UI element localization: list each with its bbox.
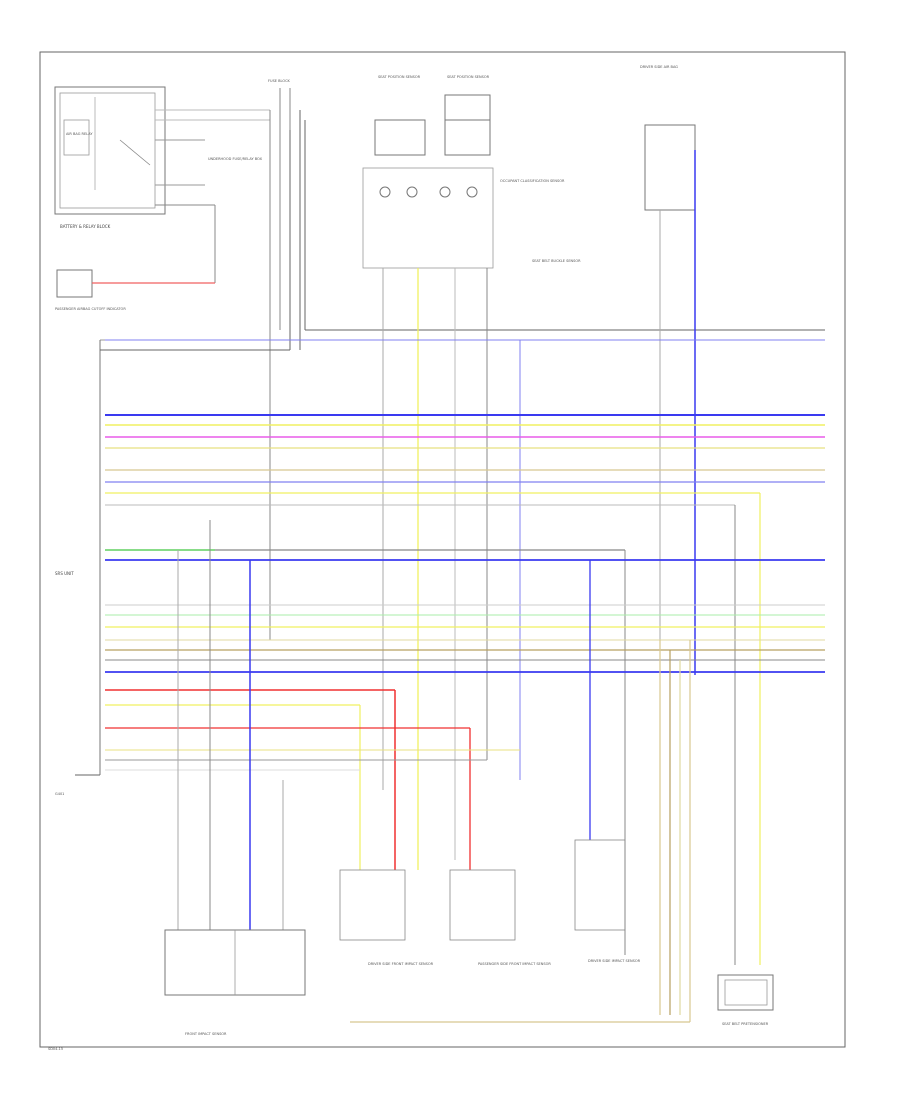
srs-unit: SRS UNIT [55, 130, 291, 775]
ground-label: G401 [55, 792, 64, 796]
driver-side-sensor-label: DRIVER SIDE IMPACT SENSOR [588, 959, 641, 963]
seat-belt-sensor-label: SEAT BELT BUCKLE SENSOR [532, 259, 581, 263]
occupant-sensor-label: OCCUPANT CLASSIFICATION SENSOR [500, 179, 565, 183]
front-impact-sensor: FRONT IMPACT SENSOR [164, 520, 306, 1036]
battery-relay-label: BATTERY & RELAY BLOCK [60, 224, 111, 229]
fuse-block-label: FUSE BLOCK [268, 79, 291, 83]
seat-position-left-label: SEAT POSITION SENSOR [378, 75, 421, 79]
pretensioner-label: SEAT BELT PRETENSIONER [722, 1022, 769, 1026]
relay-label: AIR BAG RELAY [66, 132, 93, 136]
seat-position-sensors: SEAT POSITION SENSOR SEAT POSITION SENSO… [362, 75, 581, 870]
driver-front-sensor-label: DRIVER SIDE FRONT IMPACT SENSOR [368, 962, 434, 966]
ground: G401 [55, 774, 100, 796]
srs-unit-label: SRS UNIT [55, 571, 74, 576]
driver-side-label: DRIVER SIDE AIR BAG [640, 65, 678, 69]
fuse-block-top: FUSE BLOCK [268, 79, 825, 640]
harness-bus [105, 339, 825, 965]
passenger-indicator-label: PASSENGER AIRBAG CUTOFF INDICATOR [55, 307, 126, 311]
front-impact-label: FRONT IMPACT SENSOR [185, 1032, 227, 1036]
passenger-indicator: PASSENGER AIRBAG CUTOFF INDICATOR [55, 269, 215, 311]
diagram-frame [39, 51, 846, 1048]
driver-side-airbag: DRIVER SIDE AIR BAG [640, 65, 696, 675]
impact-sensors-mid: DRIVER SIDE FRONT IMPACT SENSOR PASSENGE… [339, 560, 691, 1023]
footer-code: SD04-15 [48, 1047, 63, 1051]
battery-relay-block: BATTERY & RELAY BLOCK UNDERHOOD FUSE/REL… [54, 86, 270, 283]
underhood-label: UNDERHOOD FUSE/RELAY BOX [208, 157, 263, 161]
seat-belt-pretensioner: SEAT BELT PRETENSIONER [717, 974, 774, 1026]
passenger-front-sensor-label: PASSENGER SIDE FRONT IMPACT SENSOR [478, 962, 551, 966]
seat-position-right-label: SEAT POSITION SENSOR [447, 75, 490, 79]
